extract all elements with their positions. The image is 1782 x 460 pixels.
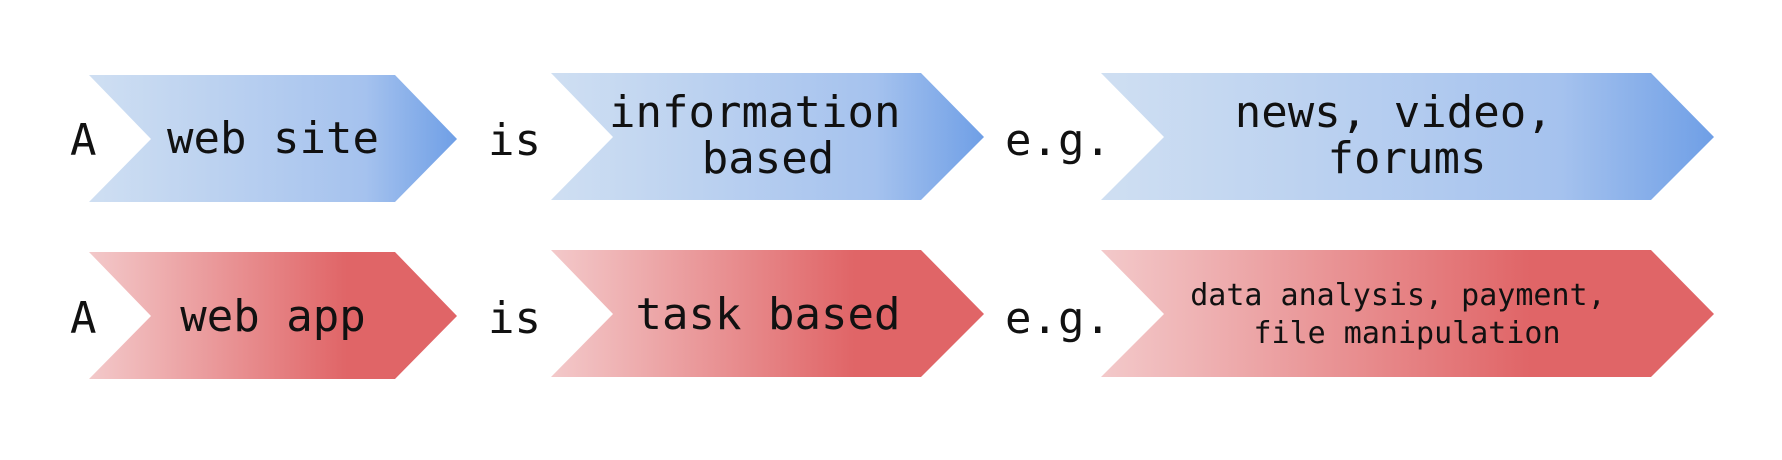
arrow-subject [89,75,457,202]
arrow-quality [551,73,984,200]
quality-line-1: information [609,87,900,138]
article-a: A [70,293,97,344]
arrow-quality [551,250,984,377]
subject-label: web app [180,291,365,342]
verb-is: is [488,293,541,344]
verb-is: is [488,115,541,166]
examples-line-1: news, video, [1235,87,1553,138]
row-web-app: A web app is task based e.g. data analys… [70,250,1714,379]
examples-label: data analysis, payment, file manipulatio… [1190,278,1623,351]
examples-line-1: data analysis, payment, [1190,278,1605,313]
arrow-examples [1101,250,1714,377]
article-a: A [70,115,97,166]
quality-line-2: based [702,133,834,184]
examples-label: news, video, forums [1235,87,1579,184]
eg-label: e.g. [1005,293,1111,344]
arrow-subject [89,252,457,379]
quality-label: task based [636,289,901,340]
eg-label: e.g. [1005,115,1111,166]
subject-label: web site [167,113,379,164]
quality-label: information based [609,87,927,184]
examples-line-2: file manipulation [1253,316,1560,351]
arrow-examples [1101,73,1714,200]
row-web-site: A web site is information based e.g. new… [70,73,1714,202]
examples-line-2: forums [1328,133,1487,184]
